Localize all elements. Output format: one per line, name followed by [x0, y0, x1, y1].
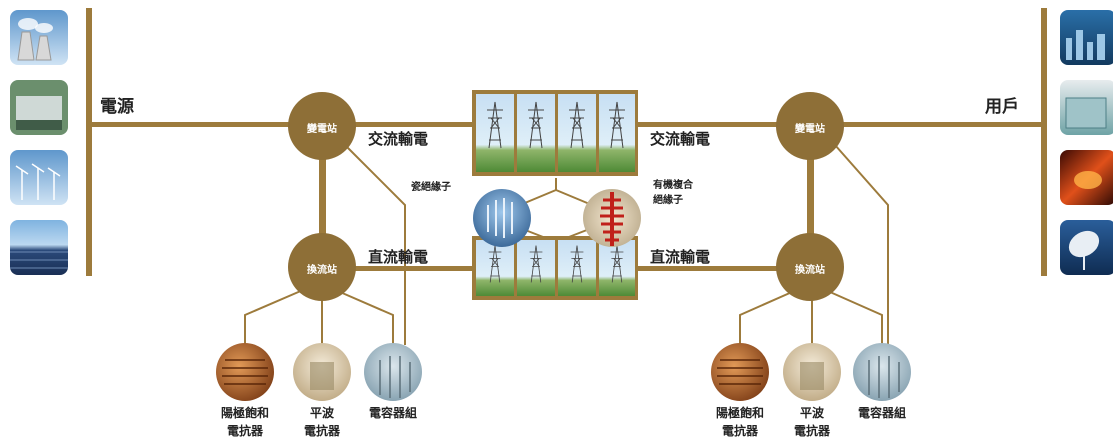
smoothing-reactor-right-caption: 平波 電抗器 [772, 404, 852, 440]
composite-insulator-line2: 絕緣子 [653, 195, 683, 206]
substation-right-node [776, 92, 844, 160]
consumer-label: 用戶 [985, 97, 1019, 117]
ac-line-left [92, 122, 472, 127]
caption-line1: 陽極飽和 [715, 406, 764, 420]
composite-insulator-line1: 有機複合 [653, 180, 693, 191]
substation-left-node [288, 92, 356, 160]
converter-left-label: 換流站 [307, 265, 337, 276]
factory-thumbnail [1060, 80, 1113, 135]
caption-line1: 陽極飽和 [220, 406, 269, 420]
capacitor-bank-right-image [853, 343, 911, 401]
consumer-bus-bar [1041, 8, 1047, 276]
caption-line2: 電抗器 [226, 424, 263, 438]
wind-turbine-thumbnail [10, 150, 68, 205]
composite-insulator-image [583, 189, 641, 247]
converter-right-label: 換流站 [795, 265, 825, 276]
dc-transmission-left-label: 直流輸電 [368, 248, 429, 266]
city-thumbnail [1060, 10, 1113, 65]
porcelain-insulator-image [473, 189, 531, 247]
dc-line-left [320, 266, 472, 271]
hydro-dam-thumbnail [10, 80, 68, 135]
caption-line1: 平波 [309, 406, 334, 420]
dc-transmission-right-label: 直流輸電 [650, 248, 711, 266]
ac-tower-panel [472, 90, 638, 176]
capacitor-bank-left-caption: 電容器組 [353, 404, 433, 422]
source-bus-bar [86, 8, 92, 276]
solar-panel-thumbnail [10, 220, 68, 275]
caption-line1: 電容器組 [857, 406, 906, 420]
link-left [319, 150, 326, 240]
satellite-dish-thumbnail [1060, 220, 1113, 275]
smoothing-reactor-left-image [293, 343, 351, 401]
smoothing-reactor-left-caption: 平波 電抗器 [282, 404, 362, 440]
capacitor-bank-left-image [364, 343, 422, 401]
caption-line2: 電抗器 [721, 424, 758, 438]
porcelain-insulator-label: 瓷絕緣子 [411, 182, 451, 193]
caption-line1: 平波 [799, 406, 824, 420]
link-right [807, 150, 814, 240]
substation-right-label: 變電站 [795, 124, 825, 135]
steel-mill-thumbnail [1060, 150, 1113, 205]
ac-transmission-right-label: 交流輸電 [650, 130, 711, 148]
capacitor-bank-right-caption: 電容器組 [842, 404, 922, 422]
substation-left-label: 變電站 [307, 124, 337, 135]
anode-reactor-right-image [711, 343, 769, 401]
power-plant-thumbnail [10, 10, 68, 65]
composite-insulator-label: 有機複合 絕緣子 [653, 178, 693, 208]
anode-reactor-left-image [216, 343, 274, 401]
source-label: 電源 [100, 97, 134, 117]
anode-reactor-right-caption: 陽極飽和 電抗器 [700, 404, 780, 440]
dc-line-right [638, 266, 810, 271]
caption-line2: 電抗器 [793, 424, 830, 438]
smoothing-reactor-right-image [783, 343, 841, 401]
converter-left-node [288, 233, 356, 301]
converter-right-node [776, 233, 844, 301]
caption-line1: 電容器組 [368, 406, 417, 420]
caption-line2: 電抗器 [303, 424, 340, 438]
ac-transmission-left-label: 交流輸電 [368, 130, 429, 148]
anode-reactor-left-caption: 陽極飽和 電抗器 [205, 404, 285, 440]
